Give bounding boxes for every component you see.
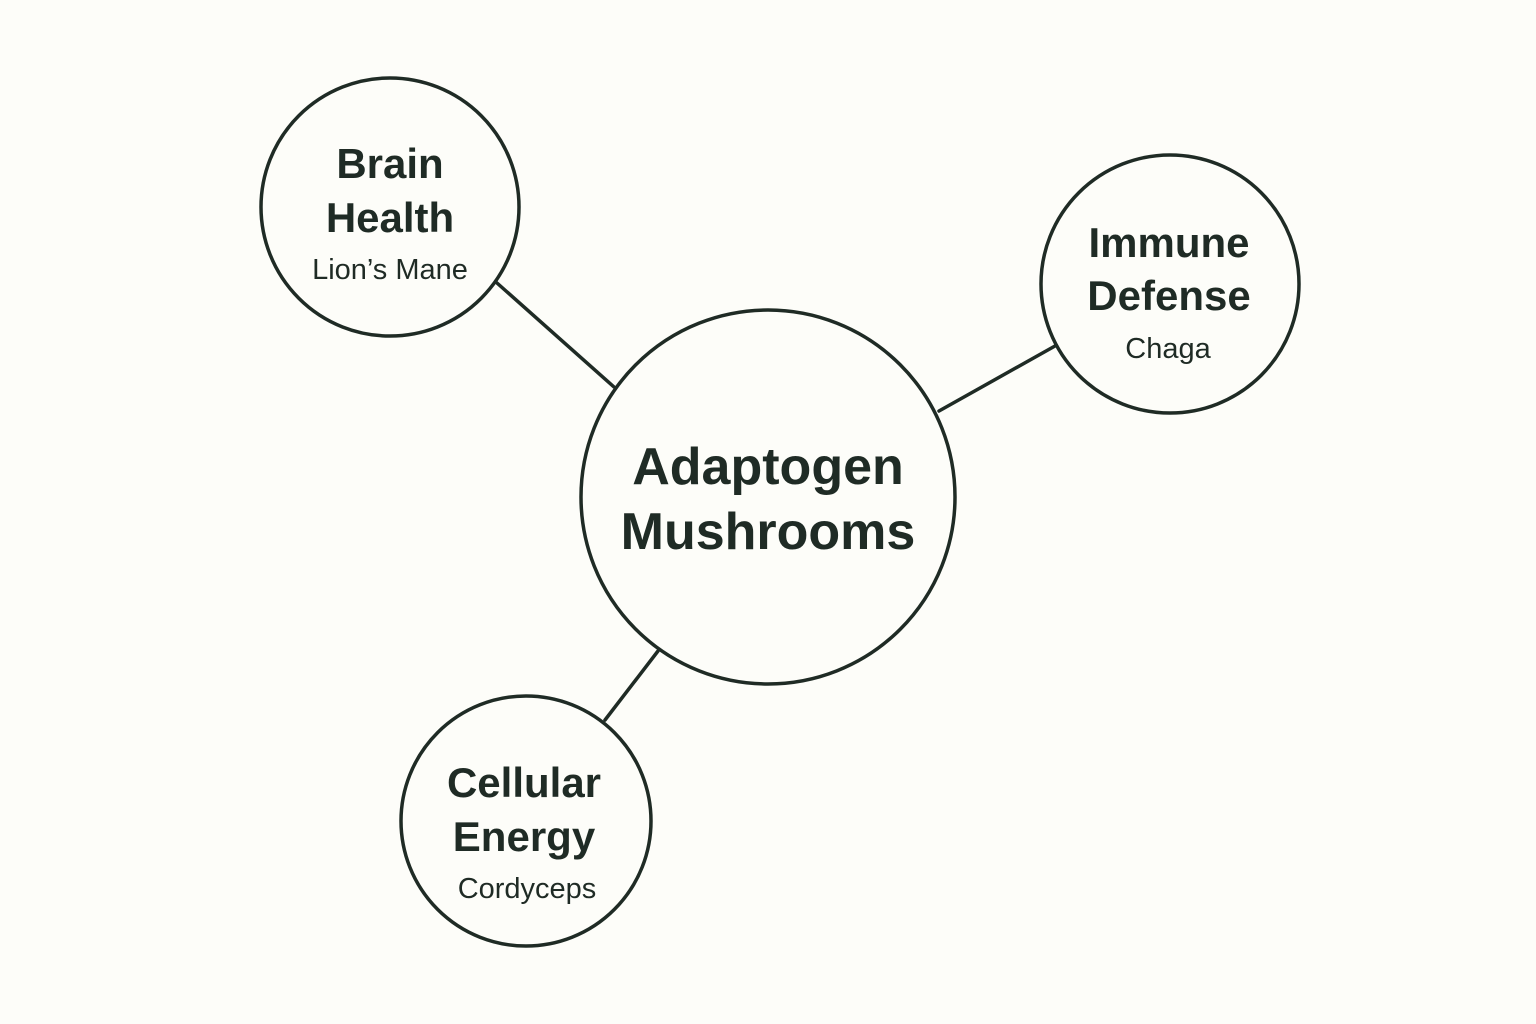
center-node: Adaptogen Mushrooms bbox=[579, 308, 957, 686]
connector-cellular-energy bbox=[603, 649, 660, 722]
cellular-energy-node: Cellular Energy Cordyceps bbox=[399, 694, 653, 948]
immune-defense-title-line2: Defense bbox=[1087, 272, 1250, 319]
cellular-energy-mushroom: Cordyceps bbox=[458, 873, 597, 905]
connector-brain-health bbox=[495, 281, 616, 389]
brain-health-node: Brain Health Lion’s Mane bbox=[259, 76, 521, 338]
brain-health-node-circle bbox=[259, 76, 521, 338]
center-node-title-line2: Mushrooms bbox=[621, 503, 916, 561]
cellular-energy-title-line2: Energy bbox=[453, 813, 596, 860]
cellular-energy-title-line1: Cellular bbox=[447, 759, 601, 806]
immune-defense-mushroom: Chaga bbox=[1125, 333, 1211, 365]
center-node-title-line1: Adaptogen bbox=[632, 438, 904, 496]
immune-defense-title-line1: Immune bbox=[1088, 219, 1249, 266]
brain-health-title-line1: Brain bbox=[336, 140, 443, 187]
center-node-circle bbox=[579, 308, 957, 686]
immune-defense-node-circle bbox=[1039, 153, 1301, 415]
connector-immune-defense bbox=[937, 344, 1057, 413]
immune-defense-node: Immune Defense Chaga bbox=[1039, 153, 1301, 415]
cellular-energy-node-circle bbox=[399, 694, 653, 948]
brain-health-mushroom: Lion’s Mane bbox=[312, 254, 468, 286]
brain-health-title-line2: Health bbox=[326, 194, 454, 241]
